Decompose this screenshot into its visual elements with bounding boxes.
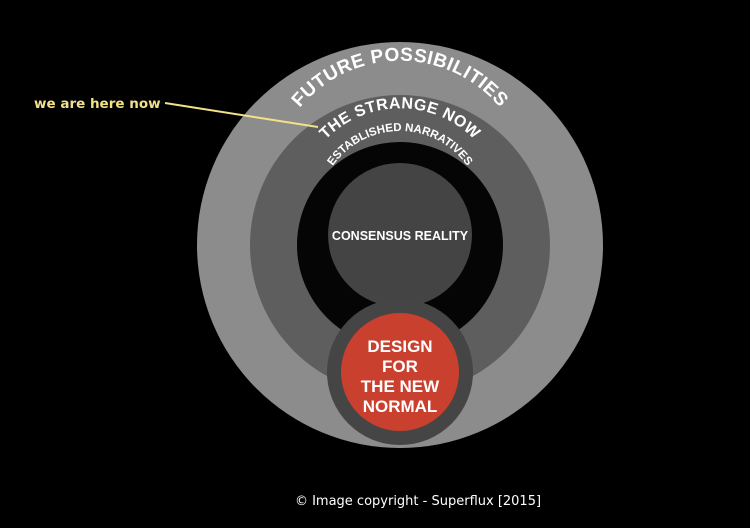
pointer-line [164,102,319,128]
design-line-3: THE NEW [361,377,440,396]
pointer-label: we are here now [34,96,161,112]
design-circle [341,313,459,431]
design-line-2: FOR [382,357,418,376]
design-line-4: NORMAL [363,397,438,416]
consensus-reality-label: CONSENSUS REALITY [332,229,469,243]
consensus-reality-circle [328,163,472,307]
copyright-text: © Image copyright - Superflux [2015] [295,494,541,509]
design-line-1: DESIGN [367,337,432,356]
